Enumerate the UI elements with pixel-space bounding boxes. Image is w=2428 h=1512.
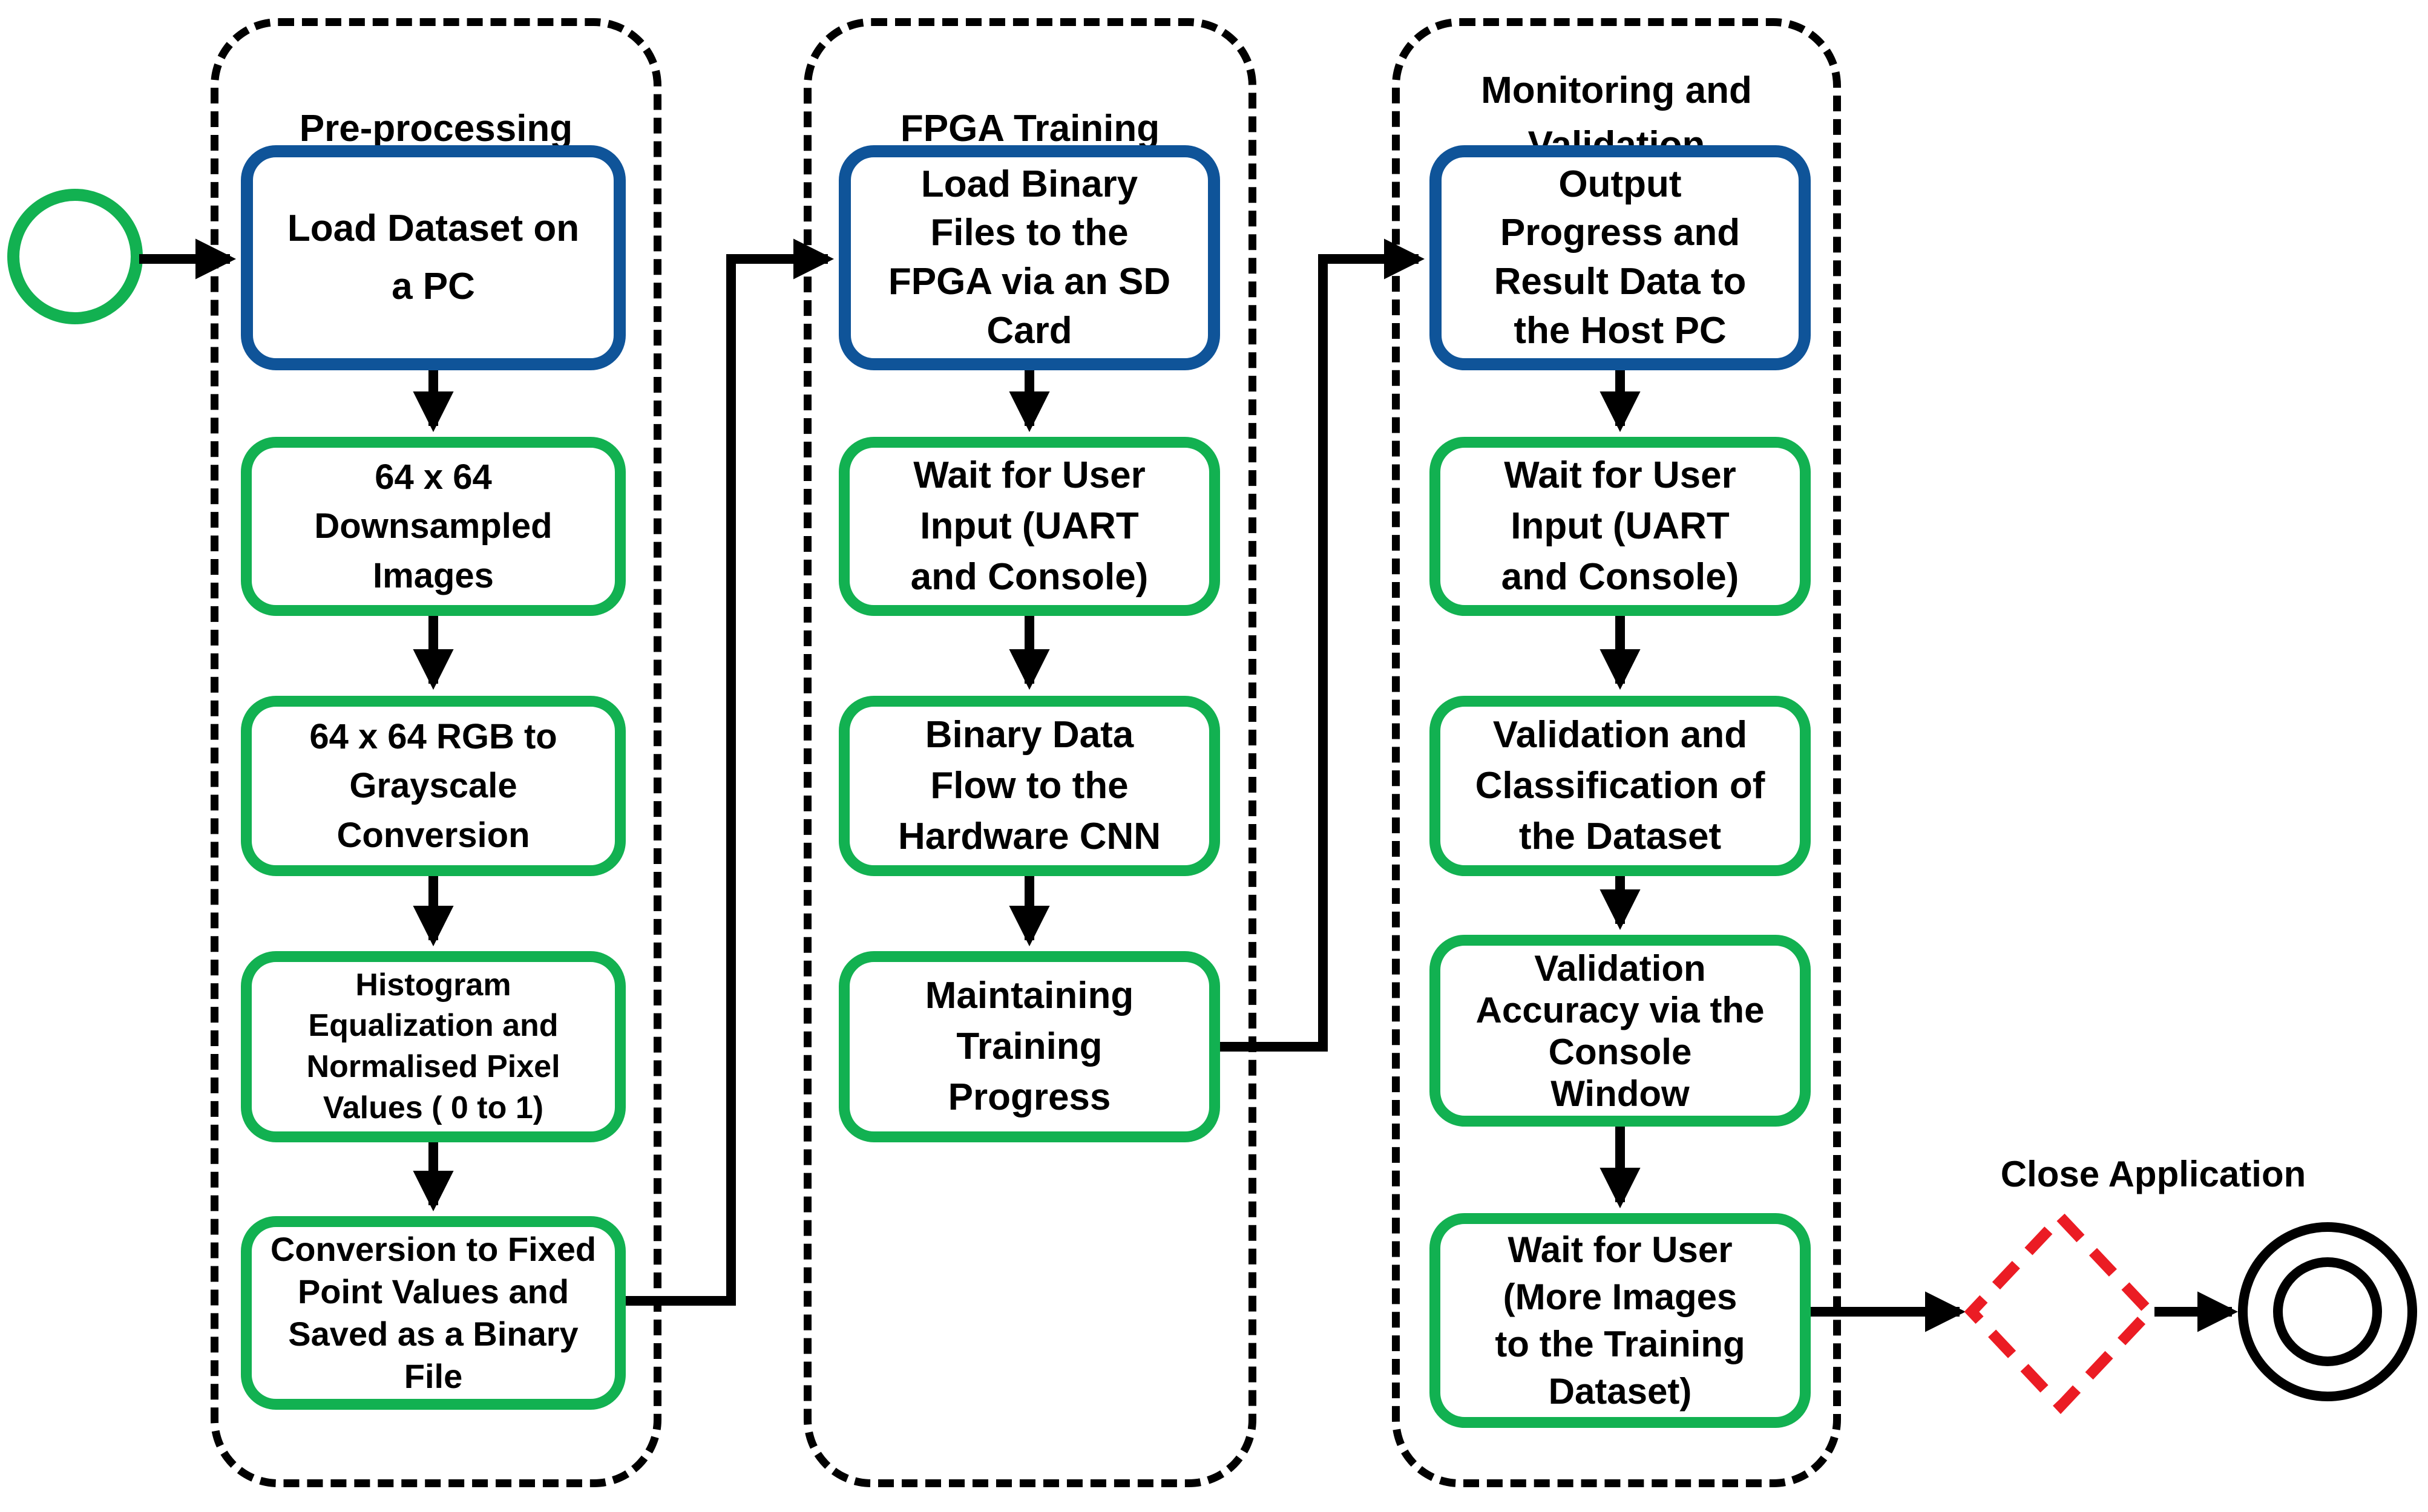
connector-col1-to-col2 [626,238,835,1306]
start-state-icon [7,189,143,324]
lane-fpga-training: FPGA Training [804,18,1256,1487]
lane-pre-processing: Pre-processing [211,18,661,1487]
node-wait-for-user-more-images: Wait for User (More Images to the Traini… [1429,1213,1811,1428]
node-wait-for-user-input-uart-2: Wait for User Input (UART and Console) [1429,437,1811,616]
node-64x64-rgb-to-grayscale: 64 x 64 RGB to Grayscale Conversion [241,696,626,876]
node-load-dataset-on-a-pc: Load Dataset on a PC [241,145,626,370]
node-label: Validation and Classification of the Dat… [1475,714,1765,857]
connector-col2-to-col3 [1220,238,1425,1052]
lane-title-pre-processing: Pre-processing [299,108,573,149]
lane-monitoring-and-validation: Monitoring and Validation [1392,18,1841,1487]
node-output-progress-result-data: Output Progress and Result Data to the H… [1429,145,1811,370]
node-label: Output Progress and Result Data to the H… [1494,163,1747,352]
node-label: 64 x 64 RGB to Grayscale Conversion [309,717,557,855]
node-load-binary-files-to-fpga: Load Binary Files to the FPGA via an SD … [839,145,1220,370]
node-conversion-to-fixed-point: Conversion to Fixed Point Values and Sav… [241,1216,626,1410]
node-label: Maintaining Training Progress [925,975,1134,1118]
close-application-label: Close Application [2000,1154,2306,1194]
node-label: Wait for User (More Images to the Traini… [1495,1229,1745,1412]
node-label: 64 x 64 Downsampled Images [314,457,553,595]
node-validation-accuracy-console: Validation Accuracy via the Console Wind… [1429,935,1811,1127]
node-64x64-downsampled-images: 64 x 64 Downsampled Images [241,437,626,616]
node-binary-data-flow-to-cnn: Binary Data Flow to the Hardware CNN [839,696,1220,876]
end-state-inner-circle [2273,1257,2382,1366]
lane-title-fpga-training: FPGA Training [900,108,1160,149]
node-validation-and-classification: Validation and Classification of the Dat… [1429,696,1811,876]
node-label: Validation Accuracy via the Console Wind… [1475,947,1765,1114]
node-label: Conversion to Fixed Point Values and Sav… [270,1230,597,1395]
node-wait-for-user-input-uart: Wait for User Input (UART and Console) [839,437,1220,616]
node-label: Histogram Equalization and Normalised Pi… [306,967,560,1125]
node-histogram-equalization: Histogram Equalization and Normalised Pi… [241,951,626,1142]
node-label: Load Dataset on a PC [287,207,580,307]
node-maintaining-training-progress: Maintaining Training Progress [839,951,1220,1142]
node-label: Wait for User Input (UART and Console) [910,454,1149,598]
node-label: Load Binary Files to the FPGA via an SD … [888,163,1171,352]
lane-title-monitoring-validation: Monitoring and Validation [1481,70,1752,166]
node-label: Binary Data Flow to the Hardware CNN [897,714,1161,857]
close-application-decision-diamond [1964,1209,2157,1415]
node-label: Wait for User Input (UART and Console) [1501,454,1739,598]
